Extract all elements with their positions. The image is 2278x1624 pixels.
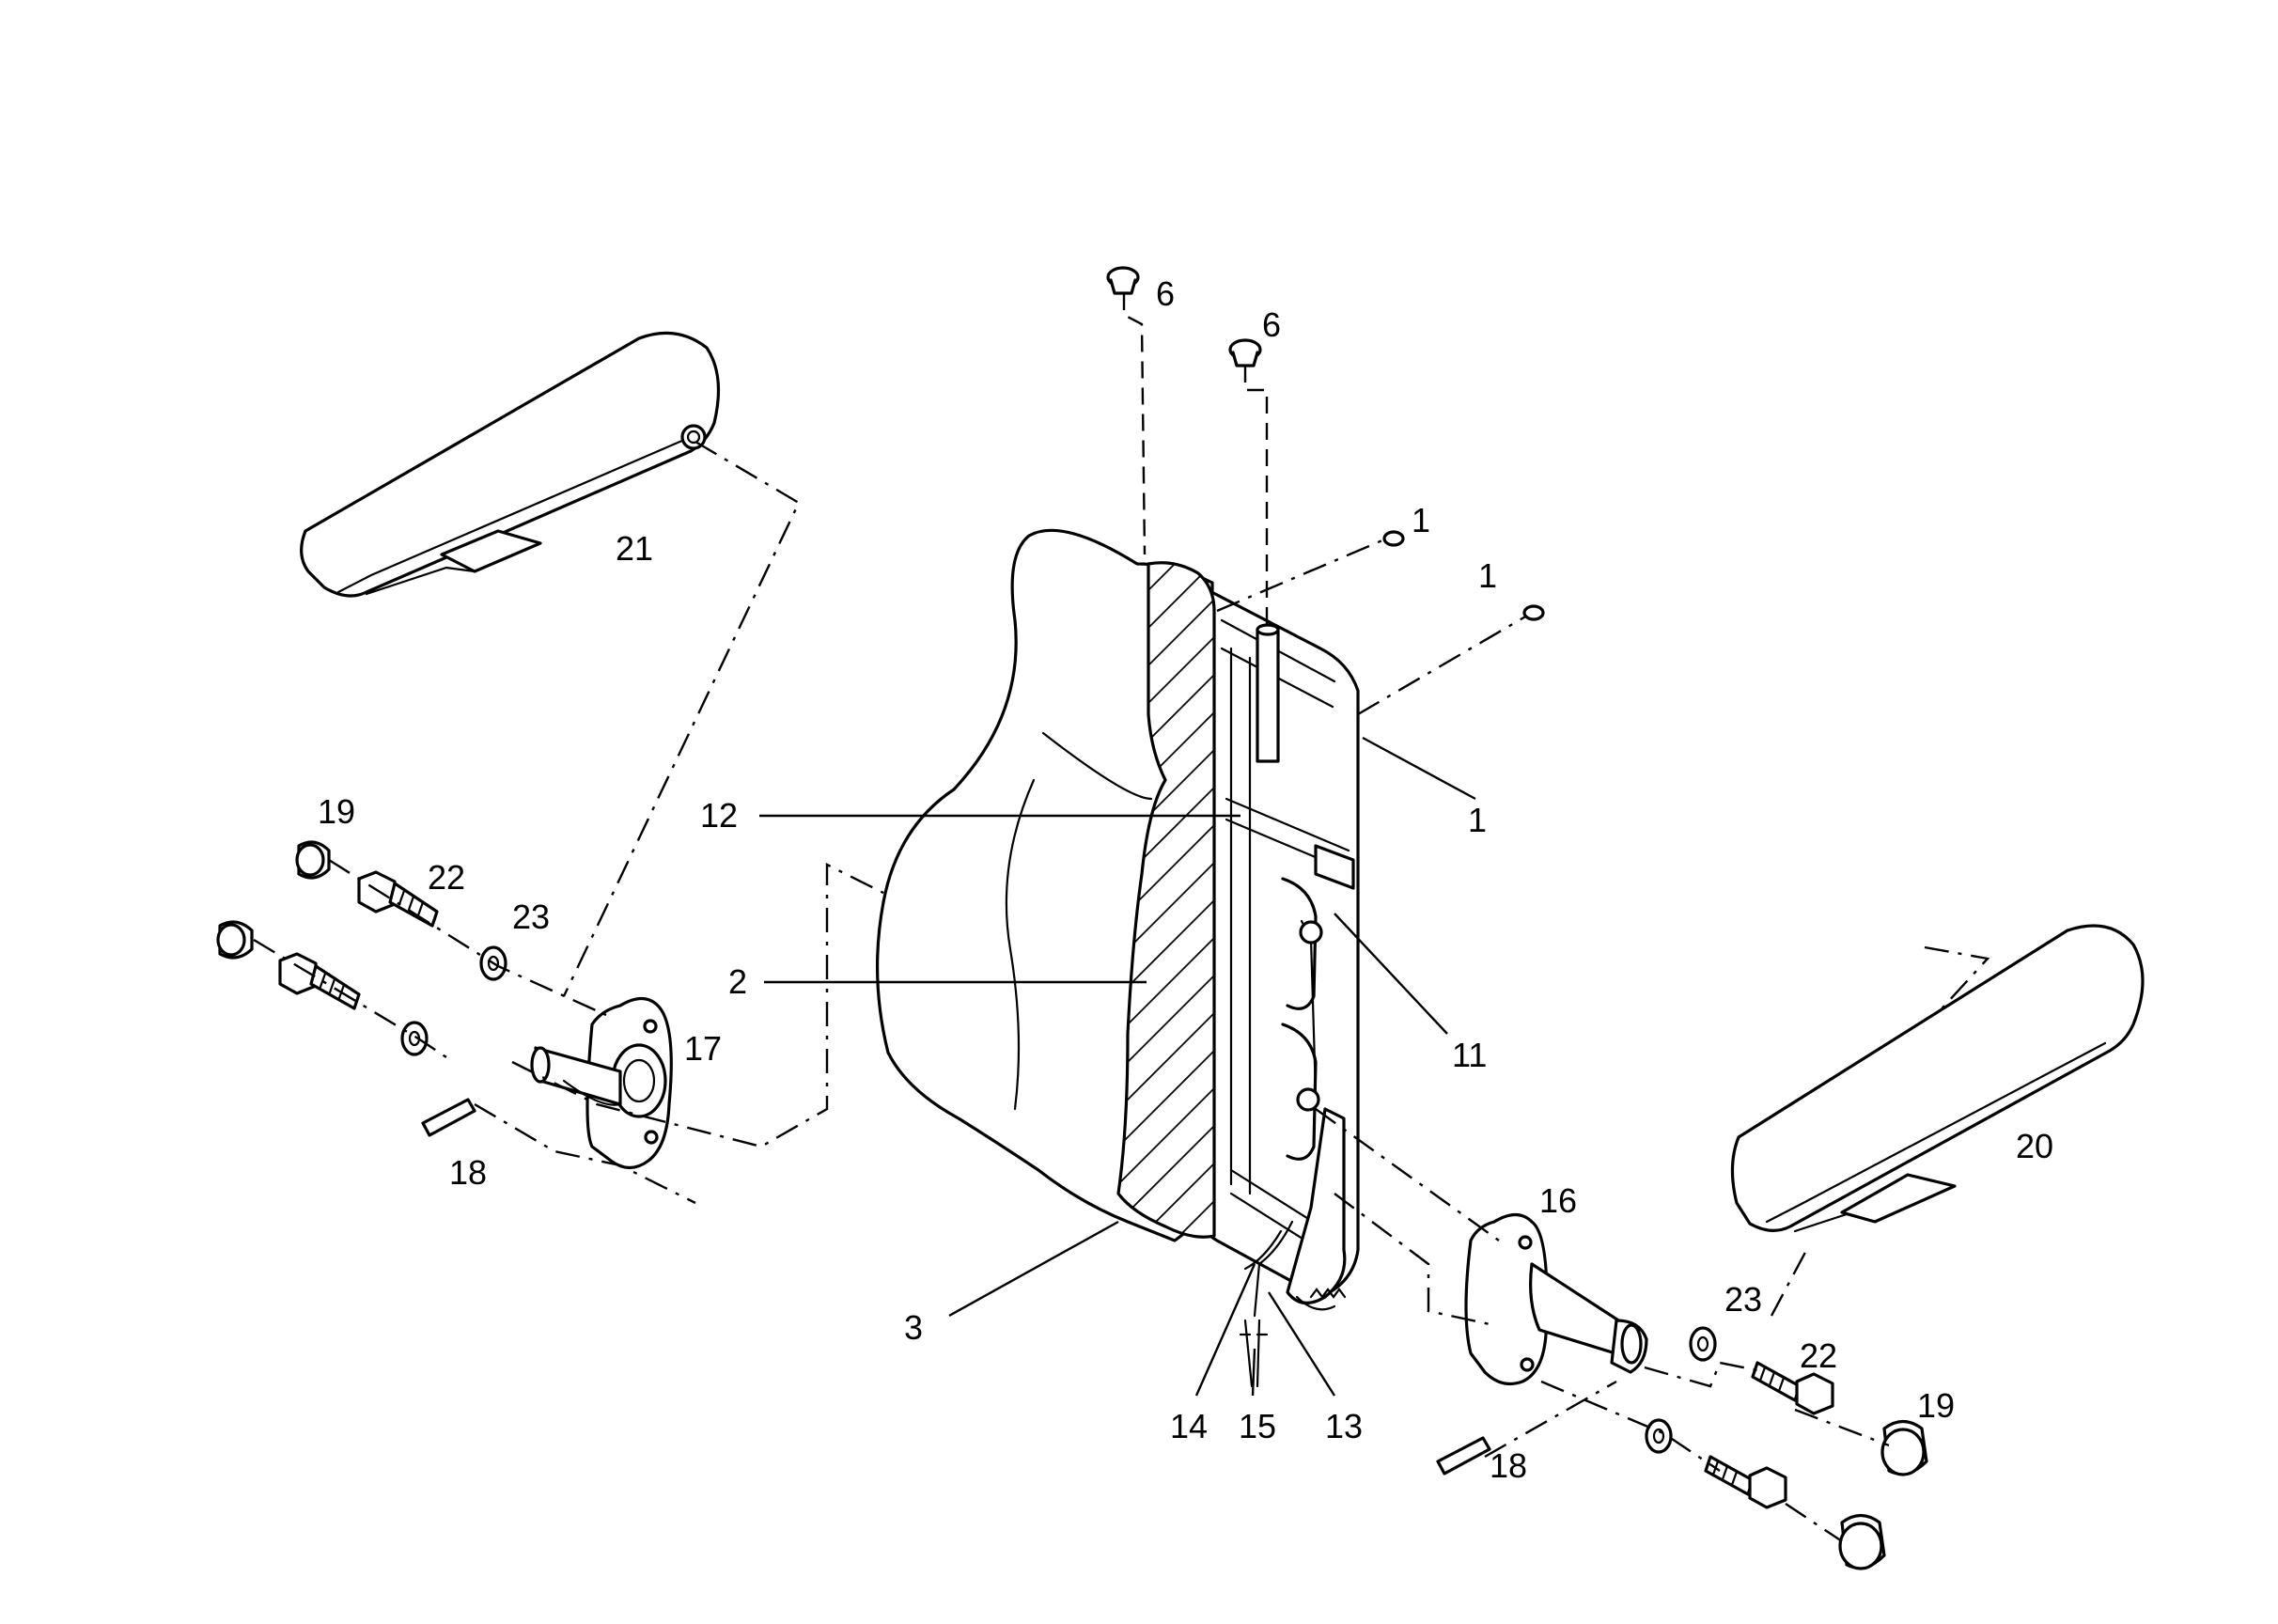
callout-22-left: 22 (428, 858, 465, 897)
assembly-lines (253, 293, 1990, 1542)
callout-16: 16 (1539, 1181, 1577, 1220)
seat-back-cushion (876, 528, 1360, 1318)
clip-middle (1522, 604, 1545, 621)
callout-22-right: 22 (1800, 1336, 1837, 1375)
callout-3: 3 (904, 1308, 923, 1347)
callout-12: 12 (700, 796, 738, 835)
callout-23-right: 23 (1724, 1280, 1762, 1319)
callout-23-left: 23 (512, 898, 550, 936)
callout-1-lower: 1 (1468, 801, 1487, 839)
callout-18-right: 18 (1490, 1446, 1527, 1485)
callout-20: 20 (2016, 1127, 2053, 1165)
callout-19-left: 19 (318, 792, 355, 831)
plug-cap-right (1228, 338, 1262, 367)
callout-13: 13 (1325, 1407, 1363, 1445)
left-hardware (216, 840, 673, 1170)
callout-17: 17 (684, 1029, 722, 1068)
callout-19-right: 19 (1917, 1386, 1955, 1425)
cable-ends (1239, 1319, 1269, 1388)
callout-6-left: 6 (1156, 274, 1175, 313)
callout-11: 11 (1452, 1036, 1487, 1074)
right-hardware (1436, 1212, 1928, 1570)
plug-cap-left (1106, 266, 1140, 295)
callout-15: 15 (1239, 1407, 1276, 1445)
leader-lines (759, 736, 1476, 1397)
callout-6-right: 6 (1262, 305, 1281, 344)
callout-18-left: 18 (449, 1153, 487, 1192)
right-armrest (1730, 924, 2145, 1233)
left-armrest (300, 331, 721, 598)
callout-1-middle: 1 (1478, 556, 1497, 595)
callout-21: 21 (616, 529, 653, 568)
clip-upper (1382, 530, 1405, 547)
callout-2: 2 (728, 962, 747, 1001)
callout-labels: 6 6 1 1 1 21 19 22 23 12 2 17 18 11 20 1… (318, 274, 2053, 1485)
callout-1-upper: 1 (1412, 501, 1430, 539)
callout-14: 14 (1170, 1407, 1208, 1445)
